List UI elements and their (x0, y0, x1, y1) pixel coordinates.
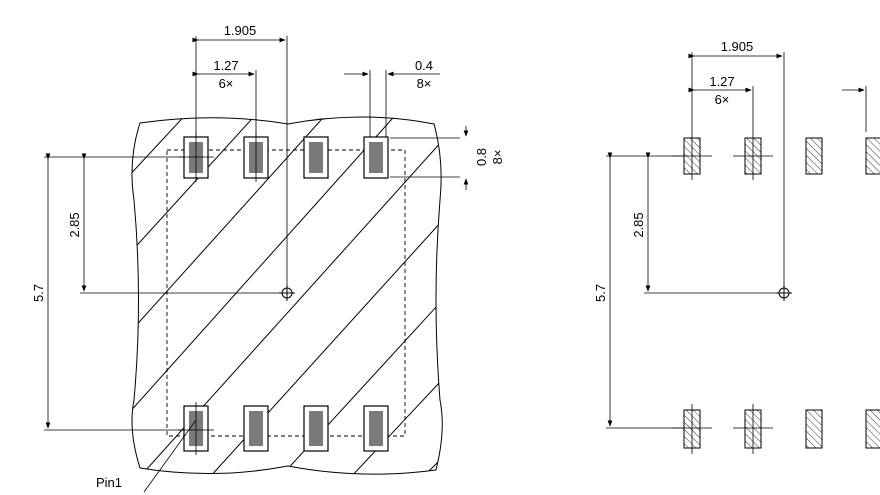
dim-half-height: 2.85 (67, 212, 82, 237)
land-3 (805, 137, 823, 175)
dim-pad-height: 0.8 (474, 148, 489, 166)
right-view: 1.905 1.27 6× 2.85 5.7 (593, 39, 880, 454)
right-bottom-pad-row (683, 409, 880, 449)
right-dim-full-height: 5.7 (593, 284, 608, 302)
right-top-pad-row (683, 137, 880, 175)
dim-pad-height-count: 8× (490, 150, 505, 165)
dim-full-height: 5.7 (31, 284, 46, 302)
dim-pitch: 1.27 (213, 58, 238, 73)
right-extension-lines (606, 52, 867, 429)
right-dim-pitch-count: 6× (715, 92, 730, 107)
pin1-leader-line (143, 419, 197, 493)
right-center-cross-icon (776, 285, 792, 301)
right-dim-pitch-total: 1.905 (721, 39, 754, 54)
pin1-label: Pin1 (96, 475, 122, 490)
dim-pitch-count: 6× (219, 76, 234, 91)
land-8 (865, 409, 880, 449)
left-view: 1.905 1.27 6× 0.4 8× 0.8 8× 2.85 5.7 Pin… (31, 23, 505, 493)
package-body-outline (131, 116, 443, 475)
land-7 (805, 409, 823, 449)
land-4 (865, 137, 880, 175)
right-dim-pitch: 1.27 (709, 74, 734, 89)
dim-pitch-total: 1.905 (224, 23, 257, 38)
bottom-pad-row (183, 405, 389, 452)
dim-pad-width: 0.4 (415, 58, 433, 73)
extension-lines (44, 36, 460, 431)
dim-pad-width-count: 8× (417, 76, 432, 91)
right-dim-half-height: 2.85 (631, 212, 646, 237)
